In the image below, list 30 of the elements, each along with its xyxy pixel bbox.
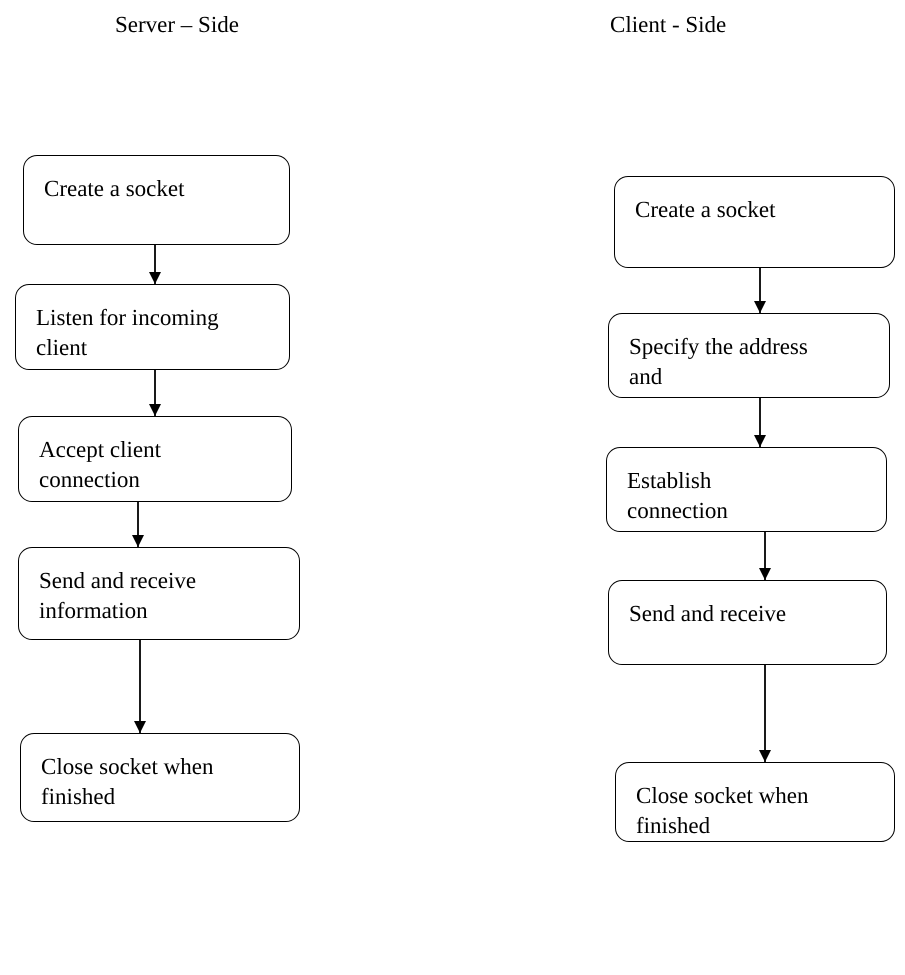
step-text: Send and receive information — [39, 567, 198, 625]
step-text: Close socket when finished — [636, 782, 810, 840]
arrow — [754, 398, 766, 447]
arrow — [759, 532, 771, 580]
process-box — [608, 313, 890, 398]
column-heading: Client - Side — [610, 12, 726, 38]
process-box — [608, 580, 887, 665]
step-text: Specify the address and — [629, 333, 809, 391]
process-box — [18, 547, 300, 640]
arrow — [754, 268, 766, 313]
step-text: Listen for incoming client — [36, 304, 220, 362]
process-box — [18, 416, 292, 502]
process-box — [15, 284, 290, 370]
step-text: Close socket when finished — [41, 753, 214, 811]
step-text: Create a socket — [635, 196, 776, 224]
step-text: Accept client connection — [39, 436, 162, 494]
process-box — [23, 155, 290, 245]
arrow — [132, 502, 144, 547]
step-text: Create a socket — [44, 175, 186, 203]
arrow — [759, 665, 771, 762]
step-text: Establish connection — [627, 467, 729, 525]
process-box — [606, 447, 887, 532]
process-box — [614, 176, 895, 268]
arrow — [134, 640, 146, 733]
process-box — [20, 733, 300, 822]
arrow — [149, 370, 161, 416]
process-box — [615, 762, 895, 842]
step-text: Send and receive — [629, 600, 788, 628]
column-heading: Server – Side — [115, 12, 239, 38]
arrow — [149, 245, 161, 284]
